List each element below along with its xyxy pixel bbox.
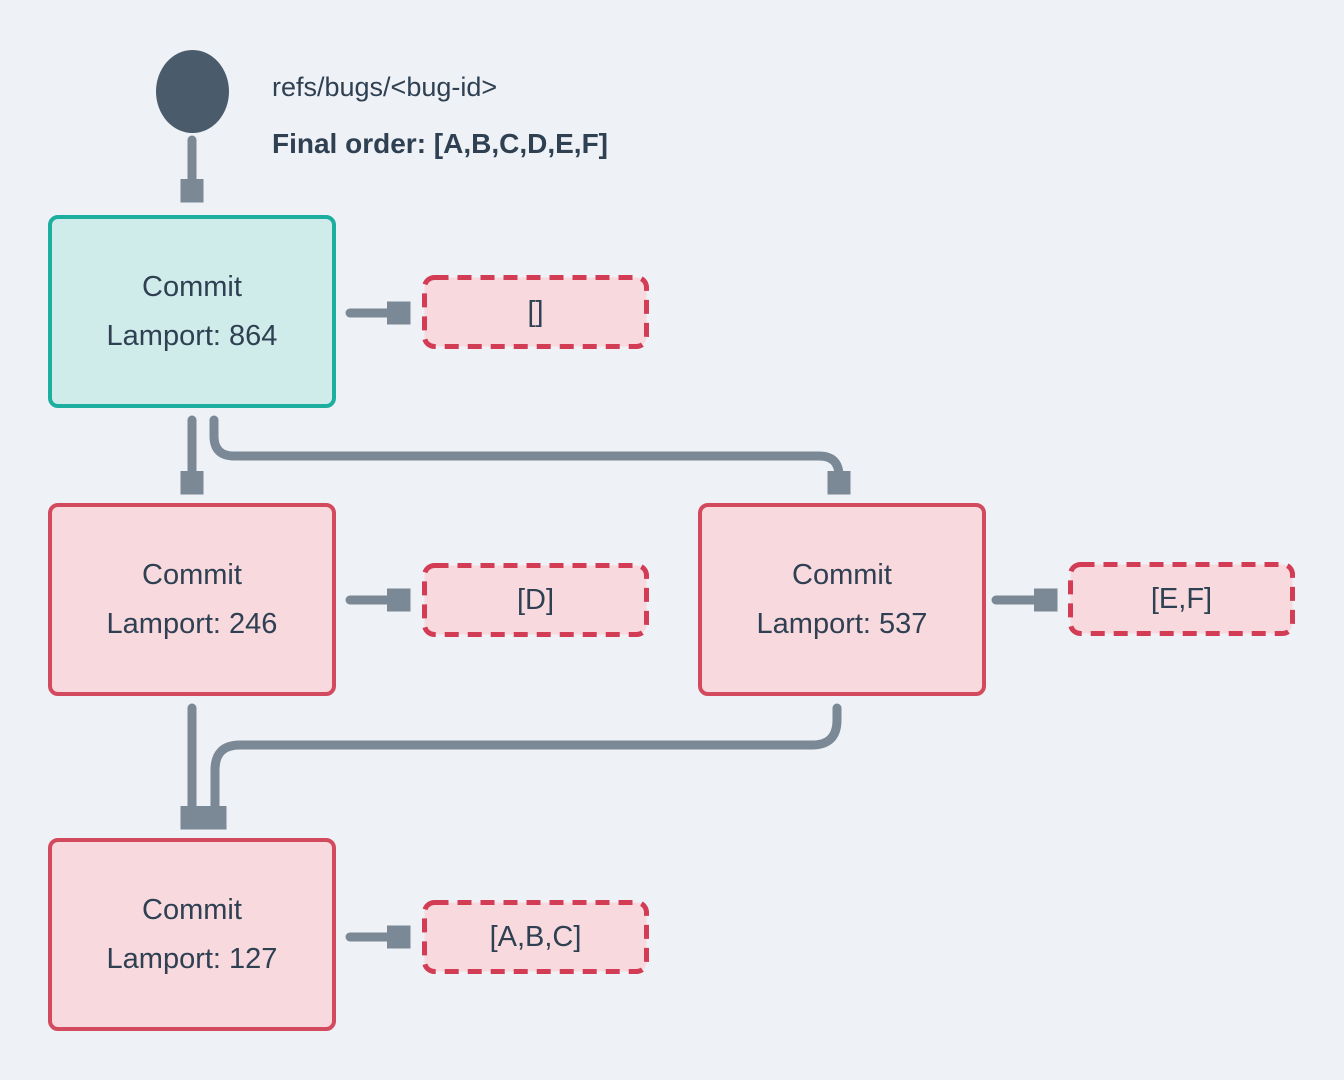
commit-title: Commit [792, 558, 892, 591]
commit-title: Commit [142, 893, 242, 926]
commit-lamport-value: Lamport: 864 [106, 319, 278, 352]
operations-list-value: [] [527, 295, 544, 328]
operations-list-d: [D] [422, 563, 649, 637]
edge-commit-537-to-commit-127 [215, 703, 842, 820]
operations-list-ef: [E,F] [1068, 562, 1295, 636]
final-order-label: Final order: [A,B,C,D,E,F] [272, 128, 608, 159]
operations-list-value: [D] [516, 583, 555, 616]
commit-title: Commit [142, 558, 242, 591]
branch-ref-label: refs/bugs/<bug-id> [272, 72, 498, 102]
commit-lamport-value: Lamport: 537 [756, 607, 928, 640]
edge-commit-864-to-commit-537 [209, 415, 839, 485]
commit-lamport-value: Lamport: 127 [106, 942, 278, 975]
commit-node-lamport-864: Commit Lamport: 864 [48, 215, 336, 408]
dashed-border [422, 563, 649, 637]
operations-list-empty: [] [422, 275, 649, 349]
commit-lamport-value: Lamport: 246 [106, 607, 278, 640]
commit-node-lamport-127: Commit Lamport: 127 [48, 838, 336, 1031]
commit-title: Commit [142, 270, 242, 303]
operations-list-value: [A,B,C] [489, 920, 582, 953]
dashed-border [422, 275, 649, 349]
branch-ref-node [156, 50, 229, 133]
commit-node-lamport-537: Commit Lamport: 537 [698, 503, 986, 696]
operations-list-value: [E,F] [1150, 582, 1213, 615]
dashed-border [422, 900, 649, 974]
dashed-border [1068, 562, 1295, 636]
operations-list-abc: [A,B,C] [422, 900, 649, 974]
commit-node-lamport-246: Commit Lamport: 246 [48, 503, 336, 696]
